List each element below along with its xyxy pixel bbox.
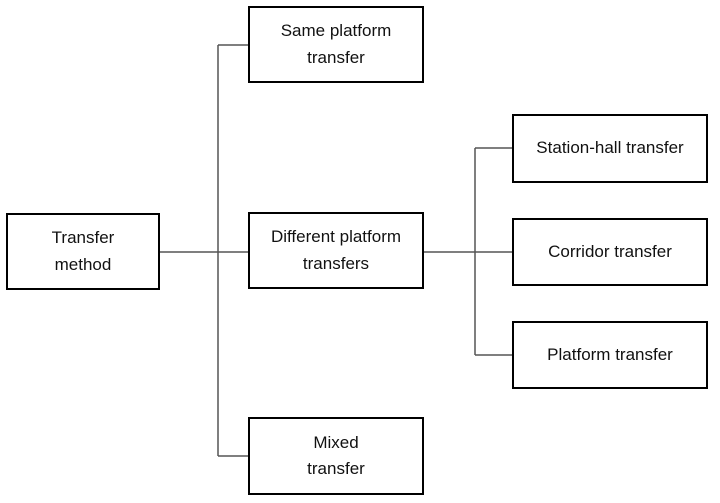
node-different-platform-line2: transfers bbox=[302, 253, 370, 273]
node-transfer-method: Transfer method bbox=[6, 213, 160, 290]
node-same-platform-transfer: Same platform transfer bbox=[248, 6, 424, 83]
node-platform-label: Platform transfer bbox=[547, 344, 673, 364]
node-corridor-transfer: Corridor transfer bbox=[512, 218, 708, 286]
node-station-hall-label: Station-hall transfer bbox=[536, 138, 684, 158]
node-platform-transfer: Platform transfer bbox=[512, 321, 708, 389]
node-mixed-transfer: Mixed transfer bbox=[248, 417, 424, 495]
node-different-platform-transfers: Different platform transfers bbox=[248, 212, 424, 289]
node-different-platform-line1: Different platform bbox=[270, 227, 402, 247]
node-transfer-method-line1: Transfer bbox=[51, 228, 115, 248]
node-station-hall-transfer: Station-hall transfer bbox=[512, 114, 708, 183]
node-transfer-method-line2: method bbox=[54, 254, 112, 274]
node-mixed-line2: transfer bbox=[307, 459, 365, 478]
node-corridor-label: Corridor transfer bbox=[548, 241, 672, 261]
node-same-platform-line2: transfer bbox=[307, 47, 365, 67]
node-same-platform-line1: Same platform bbox=[280, 21, 392, 41]
node-mixed-line1: Mixed bbox=[313, 432, 359, 452]
